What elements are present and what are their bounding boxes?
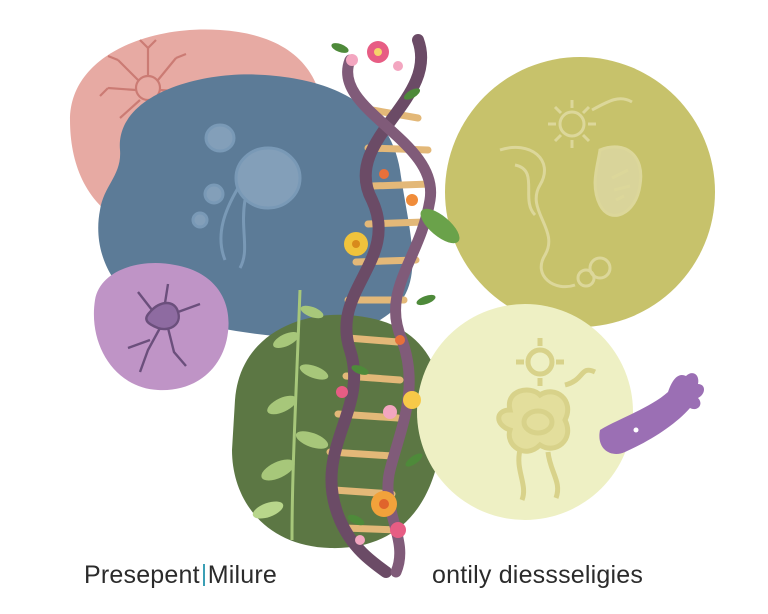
virus-icon [496,338,597,501]
caption-divider [202,564,205,586]
microbe-icon [127,283,201,373]
creature-icon [599,373,704,454]
flower-icon [336,41,421,545]
leaf-icon [252,289,329,541]
olive-circle [445,57,715,327]
caption-left-word1: Presepent [84,561,200,589]
leaf-icon [331,43,460,526]
caption-left-word2: Milure [207,561,278,589]
caption-right: ontily diessseligies [432,561,644,589]
dna-helix [325,34,460,578]
cell-icon [191,123,302,269]
virus-icon [499,97,643,289]
